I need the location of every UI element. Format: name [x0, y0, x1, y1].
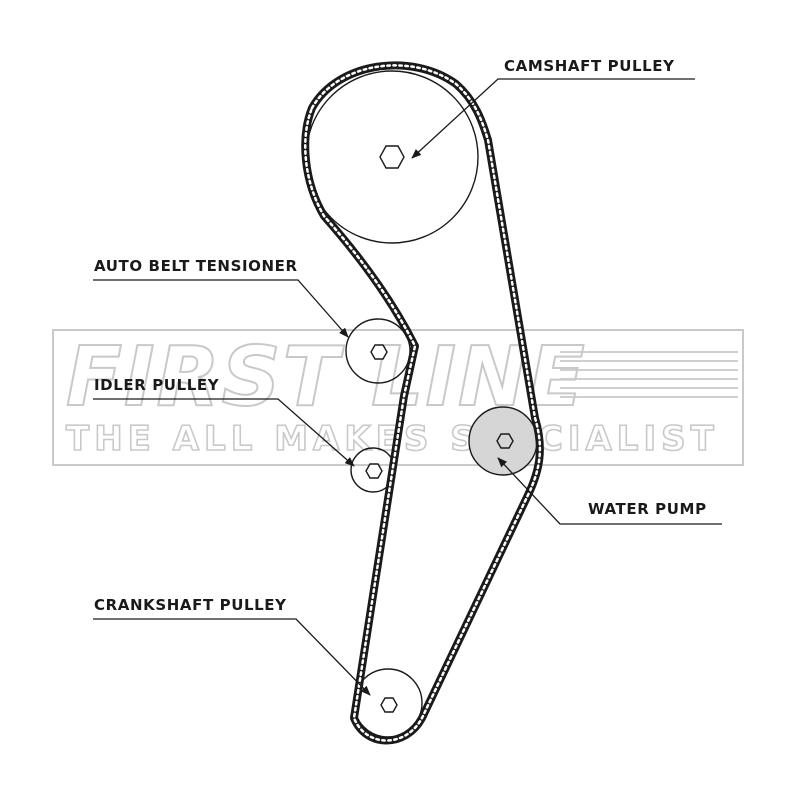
timing-belt: [301, 61, 544, 745]
idler-pulley-label: IDLER PULLEY: [94, 376, 220, 394]
crankshaft-leader-line: [93, 618, 371, 696]
watermark-speed-lines: [560, 351, 738, 398]
camshaft-hex-bolt-icon: [379, 145, 405, 169]
watermark-tagline: THE ALL MAKES SPECIALIST: [66, 419, 719, 459]
camshaft-leader-line: [411, 78, 695, 159]
auto-belt-tensioner-label: AUTO BELT TENSIONER: [94, 257, 298, 275]
tensioner-hex-bolt-icon: [370, 344, 388, 360]
water-pump-leader-line: [497, 457, 722, 525]
water-pump-label: WATER PUMP: [588, 500, 707, 518]
timing-belt-teeth: [304, 64, 542, 742]
leader-lines: [93, 78, 722, 696]
water-pump-hex-bolt-icon: [496, 433, 514, 449]
idler-hex-bolt-icon: [365, 463, 383, 479]
labels: CAMSHAFT PULLEY AUTO BELT TENSIONER IDLE…: [94, 57, 707, 614]
crankshaft-hex-bolt-icon: [380, 697, 398, 713]
watermark-box: [52, 329, 744, 466]
crankshaft-pulley-label: CRANKSHAFT PULLEY: [94, 596, 287, 614]
hex-bolts: [365, 145, 514, 713]
camshaft-pulley-label: CAMSHAFT PULLEY: [504, 57, 675, 75]
tensioner-leader-line: [93, 279, 349, 338]
idler-leader-line: [93, 398, 355, 467]
